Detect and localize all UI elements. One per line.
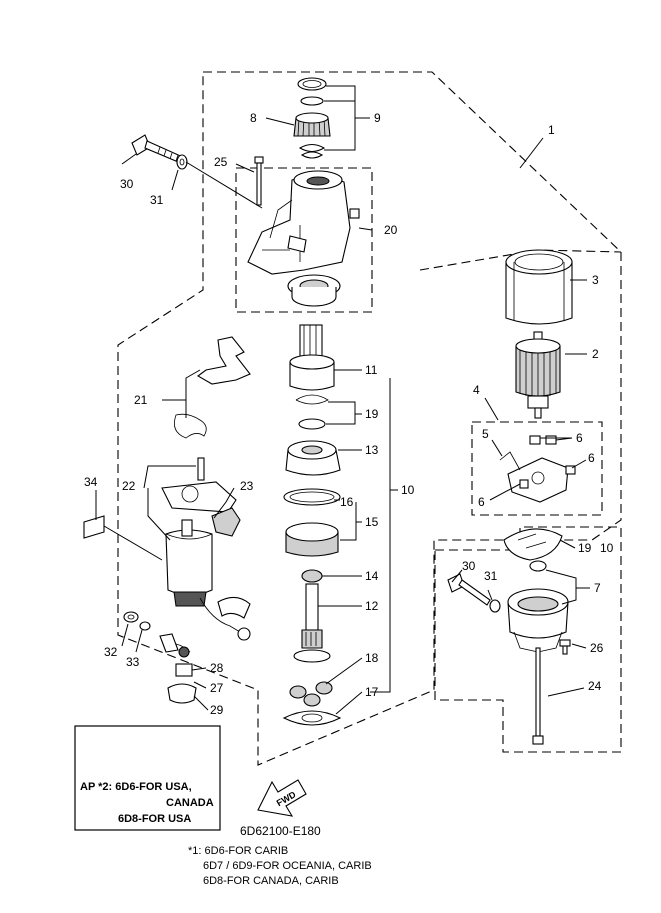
bearing-icon — [291, 287, 337, 307]
callout-19b: 19 — [578, 541, 592, 555]
footnote-line-3: 6D8-FOR CANADA, CARIB — [203, 875, 339, 887]
callout-2: 2 — [592, 347, 599, 361]
fwd-arrow-icon: FWD — [257, 779, 307, 817]
callout-31a: 31 — [150, 193, 164, 207]
armature-2-icon — [515, 331, 561, 419]
callout-11: 11 — [365, 363, 378, 377]
callout-25: 25 — [214, 155, 228, 169]
label-34-icon — [83, 515, 105, 539]
callout-10b: 10 — [600, 541, 614, 555]
washer-31-icon — [176, 154, 188, 170]
application-note-box: AP *2: 6D6-FOR USA, CANADA 6D8-FOR USA — [74, 725, 221, 831]
callout-34: 34 — [84, 475, 98, 489]
callout-13: 13 — [365, 443, 379, 457]
callout-10a: 10 — [401, 483, 415, 497]
callout-22: 22 — [122, 479, 136, 493]
screw-26-icon — [559, 639, 571, 655]
callout-28: 28 — [210, 661, 224, 675]
note-line-2: CANADA — [166, 797, 214, 809]
callout-27: 27 — [210, 681, 224, 695]
plate-19-icon — [503, 528, 563, 561]
callout-6a: 6 — [576, 431, 583, 445]
callout-32: 32 — [104, 645, 118, 659]
callout-5: 5 — [482, 427, 489, 441]
callout-4: 4 — [473, 383, 480, 397]
callout-31b: 31 — [484, 569, 498, 583]
note-line-3: 6D8-FOR USA — [118, 813, 191, 825]
note-line-1: AP *2: 6D6-FOR USA, — [80, 781, 192, 793]
callout-1: 1 — [548, 123, 555, 137]
callout-24: 24 — [588, 679, 602, 693]
callout-20: 20 — [384, 223, 398, 237]
end-cover-7-icon — [507, 560, 569, 653]
callout-26: 26 — [590, 641, 604, 655]
diagram-code: 6D62100-E180 — [240, 824, 321, 838]
bolt-30-icon — [131, 134, 186, 165]
callout-numbers: 1 2 3 4 5 6 6 6 7 8 9 10 10 11 12 13 14 … — [84, 111, 614, 779]
callout-12: 12 — [365, 599, 379, 613]
brush-holder-4-icon — [499, 435, 576, 503]
through-bolt-24-icon — [532, 647, 544, 745]
footnote: *1: 6D6-FOR CARIB 6D7 / 6D9-FOR OCEANIA,… — [188, 845, 372, 887]
pinion-gear-8-icon — [293, 77, 331, 159]
bolt-30-right-icon — [447, 573, 501, 613]
callout-7: 7 — [594, 581, 601, 595]
callout-29: 29 — [210, 703, 224, 717]
outline-housing-20 — [235, 167, 373, 313]
shift-lever-21-icon — [173, 336, 251, 439]
callout-18: 18 — [365, 651, 379, 665]
yoke-3-icon — [505, 249, 573, 325]
callout-8: 8 — [250, 111, 257, 125]
callout-15: 15 — [365, 515, 379, 529]
callout-6c: 6 — [478, 495, 485, 509]
terminal-28-icon — [159, 633, 197, 704]
callout-3: 3 — [592, 273, 599, 287]
nut-32-icon — [123, 611, 151, 631]
callout-23: 23 — [240, 479, 254, 493]
center-column-parts — [282, 324, 342, 726]
solenoid-22-icon — [161, 457, 251, 641]
housing-20-icon — [247, 170, 360, 298]
callout-30b: 30 — [462, 559, 476, 573]
cover-23-icon — [211, 507, 251, 619]
callout-33: 33 — [126, 655, 140, 669]
screw-25-icon — [254, 156, 264, 206]
callout-21: 21 — [134, 393, 148, 407]
footnote-line-1: *1: 6D6-FOR CARIB — [188, 845, 288, 857]
callout-19a: 19 — [365, 407, 379, 421]
outline-brush-holder-4 — [471, 421, 603, 516]
callout-30a: 30 — [120, 177, 134, 191]
callout-16: 16 — [340, 495, 354, 509]
callout-9: 9 — [374, 111, 381, 125]
callout-6b: 6 — [588, 451, 595, 465]
callout-17: 17 — [365, 685, 379, 699]
callout-14: 14 — [365, 569, 379, 583]
footnote-line-2: 6D7 / 6D9-FOR OCEANIA, CARIB — [203, 860, 372, 872]
